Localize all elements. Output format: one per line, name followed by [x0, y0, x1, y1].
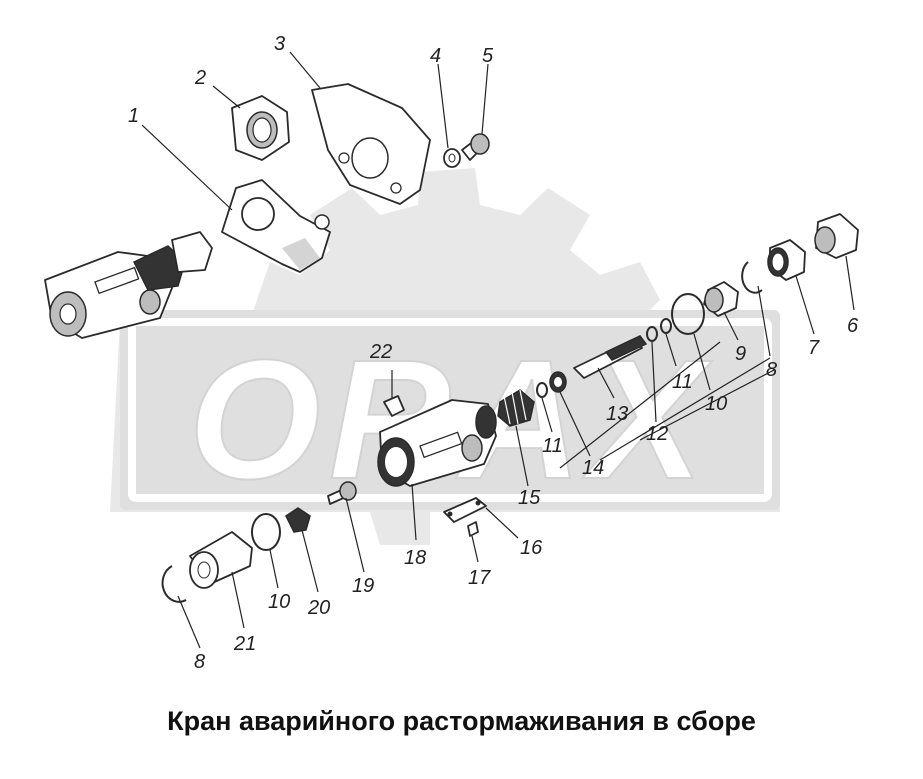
callout-8-bottom: 8 — [194, 651, 205, 673]
part-22-cap — [383, 395, 405, 417]
callout-14: 14 — [582, 457, 604, 479]
callout-labels: 1 2 3 4 5 6 7 8 9 10 11 12 13 11 14 15 2… — [128, 33, 859, 673]
callout-5: 5 — [482, 45, 494, 67]
part-3-plate — [311, 83, 431, 205]
part-13-stem — [573, 335, 648, 379]
callout-12: 12 — [646, 423, 668, 445]
part-14-washer — [549, 371, 567, 393]
part-15-spring — [497, 389, 535, 427]
part-11-ring-b — [536, 382, 548, 398]
part-4-washer — [443, 148, 461, 168]
part-18-body — [377, 399, 497, 487]
callout-16: 16 — [520, 537, 543, 559]
part-10-oring-bottom — [251, 513, 281, 551]
callout-21: 21 — [233, 633, 256, 655]
part-8-ring-top — [741, 261, 763, 294]
part-6-cap — [814, 213, 859, 259]
assembled-valve — [44, 231, 213, 339]
diagram-caption: Кран аварийного растормаживания в сборе — [167, 706, 756, 736]
callout-13: 13 — [606, 403, 628, 425]
callout-2: 2 — [194, 67, 206, 89]
callout-10-top: 10 — [705, 393, 727, 415]
leader-lines — [141, 51, 855, 649]
part-2-nut — [231, 95, 290, 161]
callout-6: 6 — [847, 315, 859, 337]
callout-8-top: 8 — [766, 359, 777, 381]
callout-11-bottom: 11 — [542, 435, 563, 457]
callout-3: 3 — [274, 33, 285, 55]
part-20-spring — [285, 507, 311, 533]
callout-4: 4 — [430, 45, 441, 67]
callout-19: 19 — [352, 575, 374, 597]
part-8-ring-bottom — [161, 565, 187, 603]
part-11-ring-a — [660, 318, 672, 334]
part-9-bushing — [703, 281, 739, 317]
callout-22: 22 — [369, 341, 392, 363]
part-12-ring — [646, 326, 658, 342]
callout-18: 18 — [404, 547, 426, 569]
part-19-bolt — [327, 481, 357, 505]
callout-11-top: 11 — [672, 371, 693, 393]
part-7-boot — [767, 239, 806, 281]
callout-20: 20 — [307, 597, 330, 619]
part-16-plate — [443, 497, 487, 523]
callout-9: 9 — [735, 343, 746, 365]
part-5-screw — [461, 133, 490, 161]
callout-7: 7 — [808, 337, 820, 359]
callout-15: 15 — [518, 487, 541, 509]
part-17-rivet — [467, 521, 479, 537]
callout-1: 1 — [128, 105, 139, 127]
callout-17: 17 — [468, 567, 491, 589]
callout-10-bottom: 10 — [268, 591, 290, 613]
part-10-oring-top — [671, 293, 705, 335]
part-21-piston — [189, 531, 253, 589]
watermark-logo: ORAX — [110, 168, 780, 545]
part-1-bracket — [221, 179, 331, 273]
